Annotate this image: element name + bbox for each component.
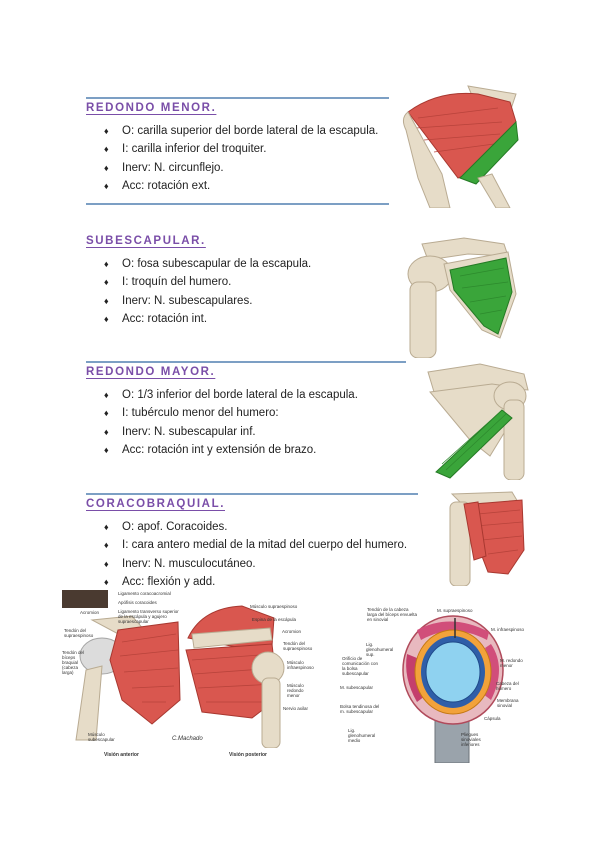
bullet-icon: ♦	[104, 522, 109, 532]
bullet-icon: ♦	[104, 313, 109, 324]
signature: C.Machado	[172, 736, 203, 742]
list-item: ♦O: carilla superior del borde lateral d…	[104, 122, 378, 140]
subscapularis-illustration	[404, 234, 524, 358]
shoulder-anterior-illustration	[62, 590, 182, 760]
figure-label: M. infraespinoso	[491, 627, 525, 632]
figure-label: Músculo infraespinoso	[287, 660, 314, 670]
section-heading: SUBESCAPULAR.	[86, 235, 206, 247]
teres-minor-illustration	[398, 82, 520, 208]
bullet-icon: ♦	[104, 126, 109, 136]
list-item: ♦Inerv: N. subescapulares.	[104, 292, 311, 310]
section-heading: CORACOBRAQUIAL.	[86, 498, 225, 510]
bullet-icon: ♦	[104, 144, 109, 155]
figure-label: Tendón de la cabeza larga del bíceps env…	[367, 607, 418, 622]
figure-label: Bolsa tendinosa del m. subescapular	[340, 704, 380, 714]
list-item: ♦Acc: rotación int y extensión de brazo.	[104, 441, 358, 459]
bullet-icon: ♦	[104, 295, 109, 306]
bullet-icon: ♦	[104, 540, 109, 551]
glenohumeral-joint-diagram	[395, 608, 515, 763]
section-rule	[86, 97, 389, 99]
bullet-icon: ♦	[104, 259, 109, 269]
list-item: ♦O: apof. Coracoides.	[104, 518, 407, 536]
bullet-icon: ♦	[104, 180, 109, 191]
bullet-icon: ♦	[104, 426, 109, 437]
figure-label: Lig. glenohumeral sup.	[366, 642, 394, 657]
figure-label: Acromion	[282, 629, 302, 634]
bullet-icon: ♦	[104, 162, 109, 173]
section-rule	[86, 203, 389, 205]
bullet-list: ♦O: carilla superior del borde lateral d…	[104, 122, 378, 195]
bullet-icon: ♦	[104, 576, 109, 587]
figure-label: Espina de la escápula	[252, 617, 297, 622]
figure-label: Membrana sinovial	[497, 698, 519, 708]
figure-label: Lig. glenohumeral medio	[348, 728, 376, 743]
figure-label: M. redondo menor	[500, 658, 523, 668]
bullet-list: ♦O: apof. Coracoides. ♦I: cara antero me…	[104, 518, 407, 591]
figure-label: Músculo supraespinoso	[250, 604, 298, 609]
section-rule	[86, 361, 406, 363]
coracobrachialis-illustration	[442, 490, 526, 586]
bullet-list: ♦O: fosa subescapular de la escapula. ♦I…	[104, 255, 311, 328]
bullet-icon: ♦	[104, 408, 109, 419]
section-rule	[86, 493, 418, 495]
figure-label: Músculo subescapular	[88, 732, 115, 742]
figure-label: Tendón del supraespinoso	[64, 628, 94, 638]
figure-label: Pliegues sinoviales inferiores	[461, 732, 481, 747]
figure-label: Ligamento coracoacromial	[118, 591, 171, 596]
figure-label: M. subescapular	[340, 685, 374, 690]
figure-label: Visión anterior	[104, 752, 139, 758]
list-item: ♦O: 1/3 inferior del borde lateral de la…	[104, 386, 358, 404]
figure-label: Orificio de comunicación con la bolsa su…	[342, 656, 379, 676]
bullet-icon: ♦	[104, 390, 109, 400]
section-heading: REDONDO MAYOR.	[86, 366, 216, 378]
list-item: ♦Acc: rotación ext.	[104, 177, 378, 195]
figure-label: Tendón del supraespinoso	[283, 641, 313, 651]
figure-label: Acromion	[80, 610, 100, 615]
list-item: ♦Acc: rotación int.	[104, 310, 311, 328]
bullet-icon: ♦	[104, 558, 109, 569]
teres-major-illustration	[420, 360, 535, 480]
list-item: ♦I: tubérculo menor del humero:	[104, 404, 358, 422]
bullet-list: ♦O: 1/3 inferior del borde lateral de la…	[104, 386, 358, 459]
list-item: ♦Acc: flexión y add.	[104, 573, 407, 591]
figure-label: Nervio axilar	[283, 706, 309, 711]
list-item: ♦Inerv: N. circunflejo.	[104, 159, 378, 177]
list-item: ♦O: fosa subescapular de la escapula.	[104, 255, 311, 273]
list-item: ♦I: carilla inferior del troquiter.	[104, 140, 378, 158]
figure-label: Cápsula	[484, 716, 501, 721]
figure-label: Tendón del bíceps braquial (cabeza larga…	[62, 650, 85, 675]
bullet-icon: ♦	[104, 444, 109, 455]
list-item: ♦I: troquín del humero.	[104, 273, 311, 291]
section-heading: REDONDO MENOR.	[86, 102, 217, 114]
figure-label: Apófisis coracoides	[118, 600, 157, 605]
list-item: ♦I: cara antero medial de la mitad del c…	[104, 536, 407, 554]
figure-label: M. supraespinoso	[437, 608, 473, 613]
figure-label: Músculo redondo menor	[287, 683, 304, 698]
figure-label: Ligamento transverso superior de la escá…	[118, 609, 179, 624]
list-item: ♦Inerv: N. subescapular inf.	[104, 423, 358, 441]
list-item: ♦Inerv: N. musculocutáneo.	[104, 555, 407, 573]
figure-label: Cabeza del húmero	[496, 681, 519, 691]
bullet-icon: ♦	[104, 277, 109, 288]
figure-label: Visión posterior	[229, 752, 267, 758]
shoulder-posterior-illustration	[182, 598, 286, 748]
